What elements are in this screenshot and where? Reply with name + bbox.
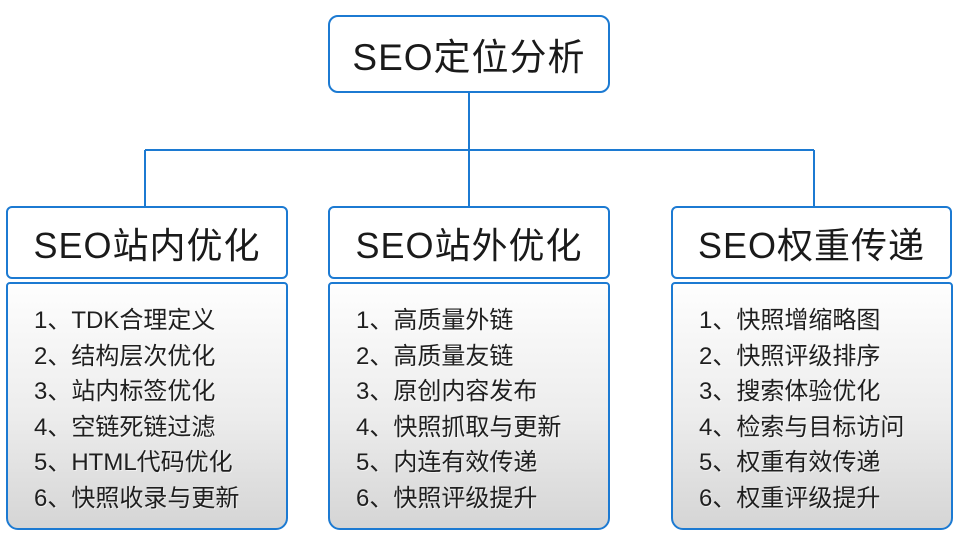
list-item: 5、内连有效传递 <box>356 449 538 476</box>
list-item: 2、快照评级排序 <box>699 342 881 370</box>
list-item: 2、高质量友链 <box>356 342 514 370</box>
column-list-offsite: 1、高质量外链 2、高质量友链 3、原创内容发布 4、快照抓取与更新 5、内连有… <box>328 282 610 530</box>
list-item: 5、权重有效传递 <box>699 449 881 476</box>
list-item: 3、原创内容发布 <box>356 378 538 405</box>
root-node-label: SEO定位分析 <box>352 37 586 78</box>
column-list-onsite: 1、TDK合理定义 2、结构层次优化 3、站内标签优化 4、空链死链过滤 5、H… <box>6 282 288 530</box>
list-item: 4、检索与目标访问 <box>699 413 905 441</box>
column-header-offsite: SEO站外优化 <box>328 206 610 279</box>
list-item: 1、TDK合理定义 <box>34 307 216 334</box>
column-header-onsite: SEO站内优化 <box>6 206 288 279</box>
list-item: 3、站内标签优化 <box>34 378 216 405</box>
list-item: 6、权重评级提升 <box>699 484 881 512</box>
list-item: 3、搜索体验优化 <box>699 378 881 405</box>
column-header-weight: SEO权重传递 <box>671 206 952 279</box>
column-header-weight-label: SEO权重传递 <box>697 224 926 266</box>
column-list-weight: 1、快照增缩略图 2、快照评级排序 3、搜索体验优化 4、检索与目标访问 5、权… <box>671 282 953 530</box>
list-item: 5、HTML代码优化 <box>34 449 233 476</box>
root-node: SEO定位分析 <box>328 15 610 93</box>
column-header-onsite-label: SEO站内优化 <box>33 224 261 266</box>
column-header-offsite-label: SEO站外优化 <box>355 224 583 266</box>
list-item: 6、快照评级提升 <box>356 484 538 512</box>
list-item: 1、高质量外链 <box>356 307 514 334</box>
list-item: 4、快照抓取与更新 <box>356 413 562 441</box>
list-item: 2、结构层次优化 <box>34 342 216 370</box>
list-item: 1、快照增缩略图 <box>699 307 881 334</box>
list-item: 6、快照收录与更新 <box>34 484 240 512</box>
list-item: 4、空链死链过滤 <box>34 413 216 441</box>
